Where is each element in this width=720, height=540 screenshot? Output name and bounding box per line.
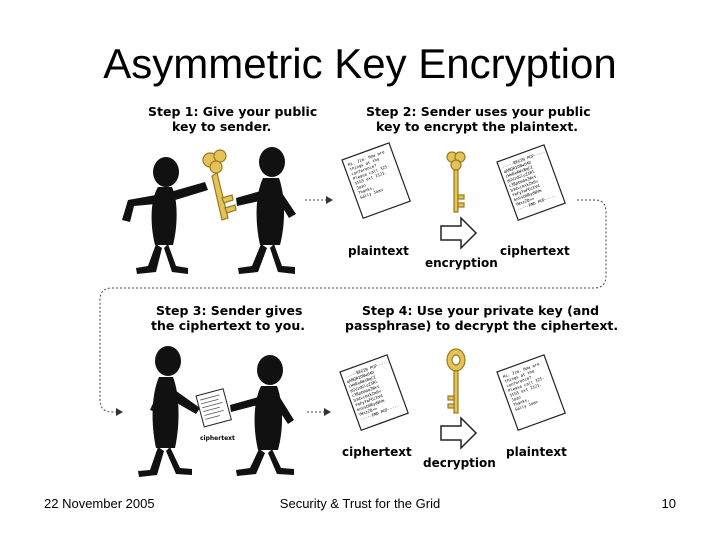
step4-line2: passphrase) to decrypt the ciphertext.: [345, 318, 618, 333]
label-ciphertext-small: ciphertext: [200, 435, 235, 442]
decryption-arrow: [440, 416, 478, 450]
label-ciphertext-top: ciphertext: [500, 244, 570, 258]
plain-doc-text-bottom: Hi, Jim. How are things at the conferenc…: [502, 360, 554, 412]
plaintext-document-top: Hi, Jim. How are things at the conferenc…: [341, 142, 411, 220]
person-right-top: [236, 147, 296, 274]
label-plaintext-top: plaintext: [348, 244, 409, 258]
step1-line2: key to sender.: [172, 119, 271, 134]
plaintext-document-bottom: Hi, Jim. How are things at the conferenc…: [496, 354, 566, 432]
slide-title: Asymmetric Key Encryption: [103, 40, 617, 87]
cipher-doc-text-top: -----BEGIN PGP----- qANQR1DBwU4D cHmEeAW…: [501, 148, 563, 211]
footer-page-number: 10: [661, 496, 676, 511]
label-encryption: encryption: [425, 256, 498, 270]
step1-text: Step 1: Give your public key to sender.: [148, 104, 322, 134]
encryption-arrow: [440, 216, 478, 250]
ciphertext-document-bottom: -----BEGIN PGP----- qANQR1DBwU4D cHmEeAW…: [339, 354, 409, 432]
ciphertext-handoff-document: [195, 388, 232, 428]
footer-center: Security & Trust for the Grid: [279, 496, 441, 511]
step3-line1: Step 3: Sender gives: [156, 303, 302, 318]
step4-line1: Step 4: Use your private key (and: [362, 303, 599, 318]
private-key-icon: [446, 348, 466, 414]
footer-date: 22 November 2005: [44, 496, 155, 511]
key-top-gift: [202, 149, 237, 221]
dashed-connector-loop: [99, 199, 607, 416]
label-decryption: decryption: [423, 456, 496, 470]
label-plaintext-bottom: plaintext: [506, 445, 567, 459]
person-left-bottom: [138, 346, 200, 477]
step1-line1: Step 1: Give your public: [148, 104, 317, 119]
person-right-bottom: [230, 355, 294, 476]
step2-line1: Step 2: Sender uses your public: [366, 104, 591, 119]
step3-line2: the ciphertext to you.: [151, 318, 305, 333]
step4-text: Step 4: Use your private key (and passph…: [345, 303, 618, 333]
person-left-top: [122, 157, 208, 274]
label-ciphertext-bottom: ciphertext: [342, 445, 412, 459]
ciphertext-document-top: -----BEGIN PGP----- qANQR1DBwU4D cHmEeAW…: [496, 144, 566, 222]
step2-line2: key to encrypt the plaintext.: [376, 119, 578, 134]
public-key-icon: [446, 151, 466, 213]
step3-text: Step 3: Sender gives the ciphertext to y…: [151, 303, 307, 333]
step2-text: Step 2: Sender uses your public key to e…: [366, 104, 595, 134]
